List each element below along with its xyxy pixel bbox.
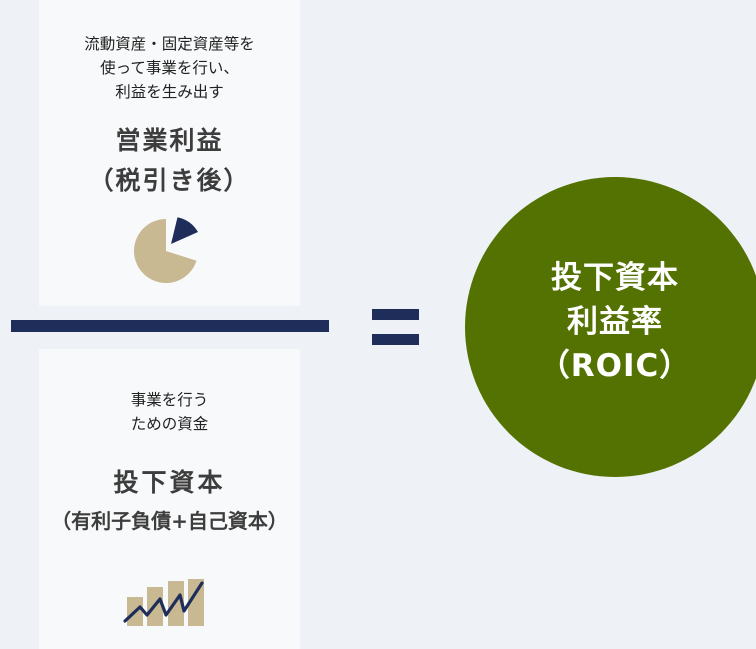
fraction-divider	[11, 320, 329, 332]
numerator-title-line1: 営業利益	[115, 126, 224, 155]
numerator-card: 流動資産・固定資産等を 使って事業を行い、 利益を生み出す 営業利益 （税引き後…	[39, 0, 300, 306]
denominator-description-line: 事業を行う	[130, 391, 209, 409]
numerator-description-line: 流動資産・固定資産等を	[84, 35, 255, 53]
result-line: 利益率	[567, 304, 663, 340]
denominator-title-line2: （有利子負債+自己資本）	[51, 509, 288, 533]
numerator-title-line2: （税引き後）	[88, 166, 251, 195]
denominator-title-line1: 投下資本	[113, 468, 226, 497]
numerator-description-line: 利益を生み出す	[115, 83, 224, 101]
result-circle	[465, 177, 756, 477]
denominator-description: 事業を行う ための資金	[39, 388, 300, 436]
growth-chart-icon	[123, 579, 204, 626]
pie-chart-icon	[134, 217, 198, 283]
numerator-description: 流動資産・固定資産等を 使って事業を行い、 利益を生み出す	[39, 32, 300, 104]
denominator-card: 事業を行う ための資金 投下資本 （有利子負債+自己資本）	[39, 349, 300, 649]
equals-bar-bottom	[372, 334, 419, 345]
numerator-title: 営業利益 （税引き後）	[39, 121, 300, 201]
numerator-description-line: 使って事業を行い、	[100, 59, 239, 77]
equals-bar-top	[372, 309, 419, 320]
result-label: 投下資本 利益率 （ROIC）	[465, 256, 756, 388]
denominator-description-line: ための資金	[130, 415, 209, 433]
result-line: 投下資本	[551, 260, 679, 296]
result-line: （ROIC）	[538, 348, 692, 384]
